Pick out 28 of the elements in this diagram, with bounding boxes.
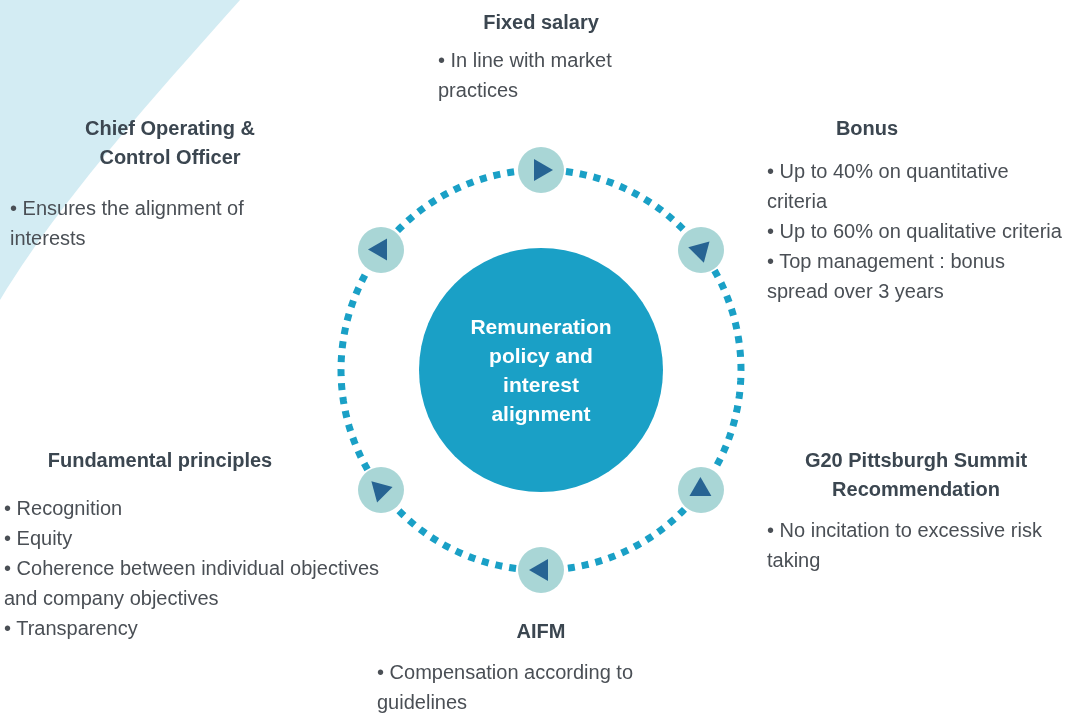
dotted-arc-connector — [395, 506, 517, 572]
bullet-text: • Top management : bonus spread over 3 years — [767, 249, 1006, 304]
bullet-text: • No incitation to excessive risk taking — [767, 518, 1043, 573]
section-heading: Fixed salary — [482, 10, 600, 35]
section-heading: G20 Pittsburgh Summit Recommendation — [803, 448, 1029, 502]
bullet-text: • Compensation according to guidelines — [377, 660, 635, 715]
bullet-text: • Up to 60% on qualitative criteria — [767, 219, 1063, 244]
bullet-text: • Up to 40% on quantitative criteria — [767, 159, 1010, 214]
marker-circle — [677, 226, 724, 273]
marker-circle — [518, 547, 564, 593]
section-heading: Fundamental principles — [46, 448, 274, 473]
bullet-text: • Equity — [4, 526, 74, 551]
bullet-text: • Transparency — [4, 616, 139, 641]
section-heading: Chief Operating & Control Officer — [84, 116, 256, 170]
marker-circle — [358, 467, 405, 514]
dotted-arc-connector — [565, 506, 687, 572]
bullet-text: • In line with market practices — [438, 48, 613, 103]
bullet-text: • Ensures the alignment of interests — [10, 196, 245, 251]
section-heading: AIFM — [515, 619, 567, 644]
dotted-arc-connector — [565, 168, 687, 234]
center-title: Remuneration policy and interest alignment — [469, 314, 613, 427]
dotted-arc-connector — [395, 168, 517, 234]
marker-circle — [358, 226, 405, 273]
bullet-text: • Coherence between individual objectives and company objectives — [4, 556, 380, 611]
marker-circle — [518, 147, 564, 193]
section-heading: Bonus — [834, 116, 900, 141]
marker-circle — [677, 467, 724, 514]
bullet-text: • Recognition — [4, 496, 124, 521]
